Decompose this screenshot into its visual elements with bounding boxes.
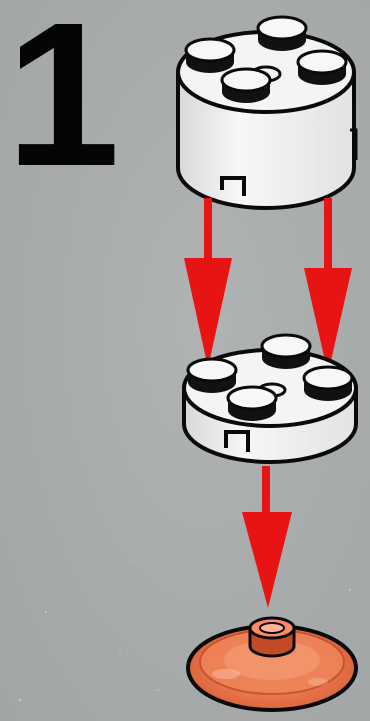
plate-stud [188, 359, 236, 393]
plate-stud [262, 335, 310, 369]
assembly-arrow-bottom [242, 466, 292, 608]
brick-stud [298, 51, 346, 85]
brick-stud [222, 69, 270, 103]
round-dish [188, 618, 356, 710]
plate-stud [228, 387, 276, 421]
assembly-arrow-left [184, 198, 232, 368]
plate-stud [304, 367, 352, 401]
round-brick-2x2 [178, 17, 356, 208]
brick-stud [258, 17, 306, 51]
brick-stud [186, 39, 234, 73]
